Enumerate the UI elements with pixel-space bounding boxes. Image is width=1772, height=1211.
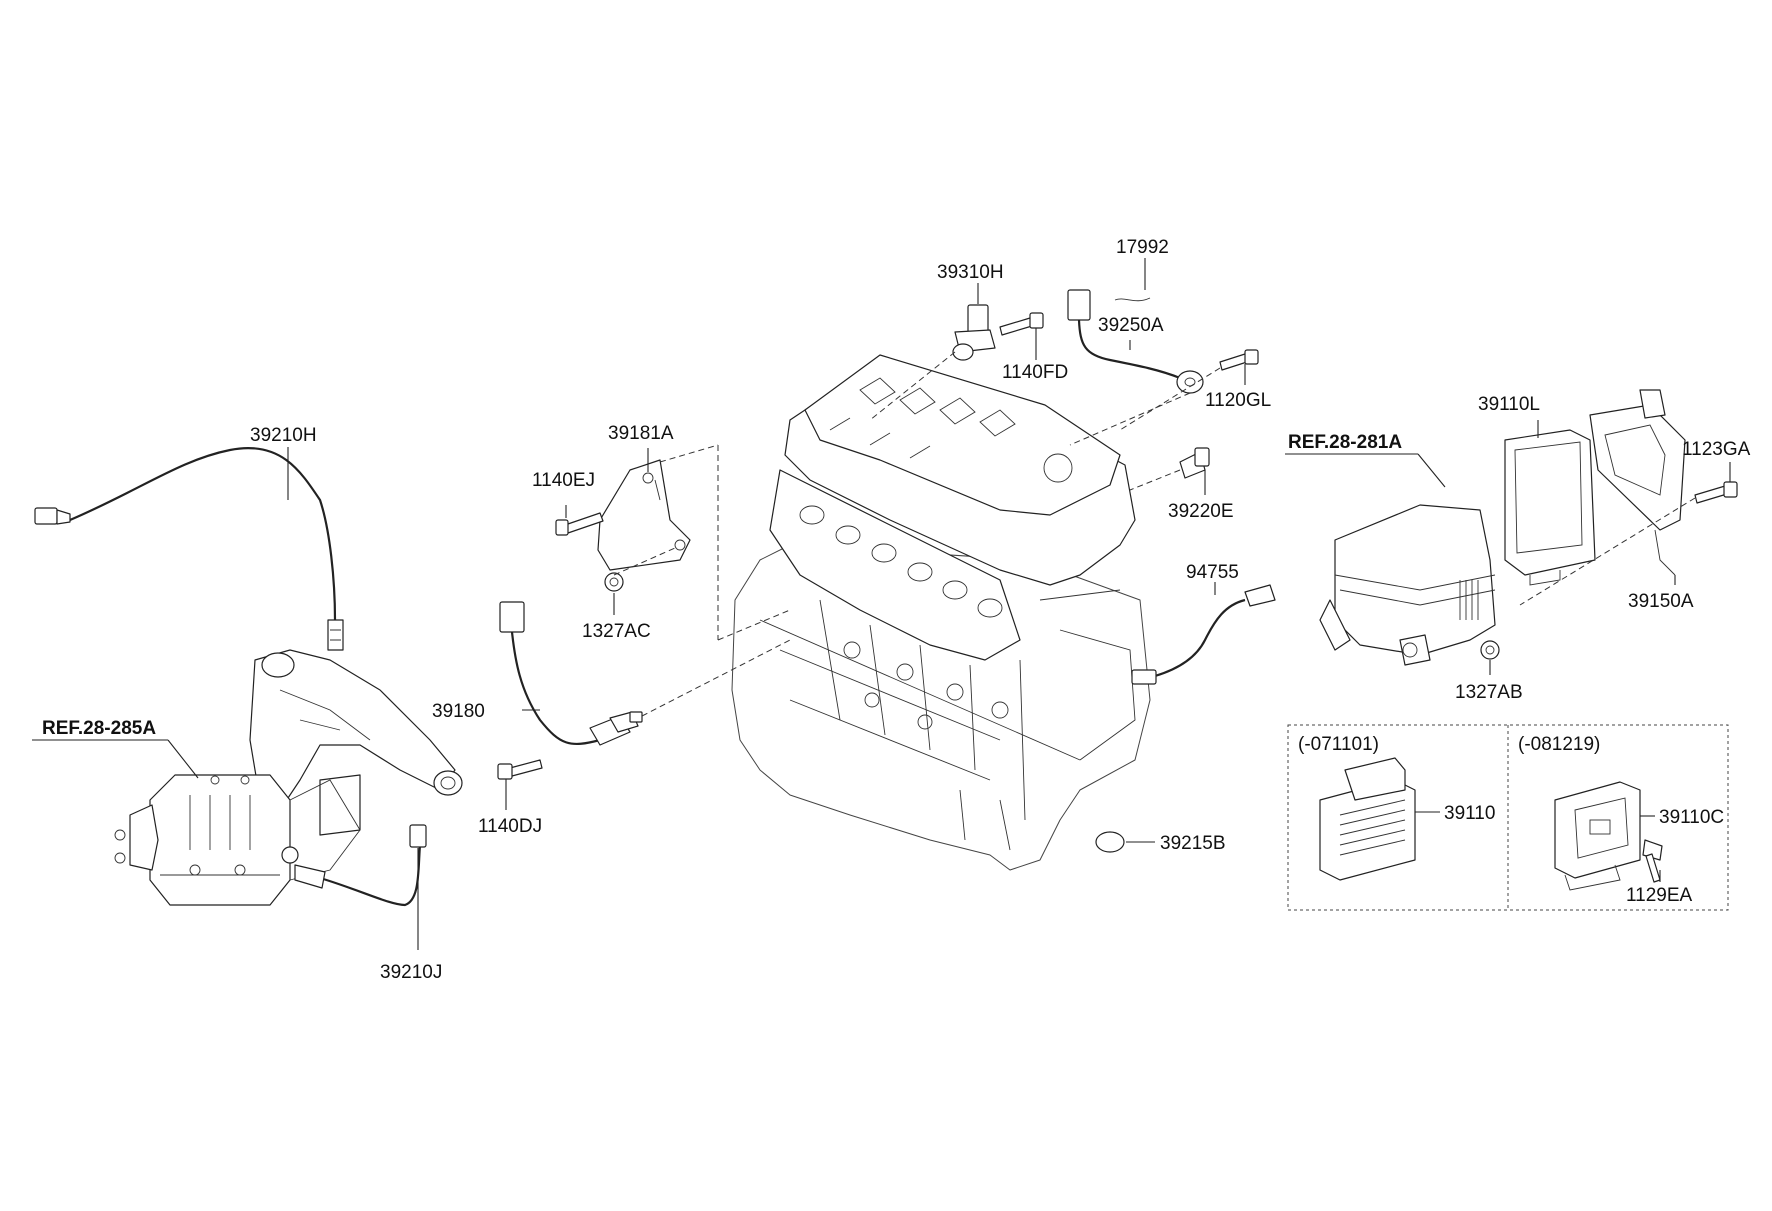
reference-28-281a: REF.28-281A xyxy=(1288,432,1402,453)
part-labels: 39210H 39210J 39181A 1140EJ 1327AC 39180… xyxy=(42,237,1751,983)
label-17992: 17992 xyxy=(1116,237,1169,258)
reference-28-285a: REF.28-285A xyxy=(42,718,156,739)
label-39210H: 39210H xyxy=(250,425,317,446)
label-39220E: 39220E xyxy=(1168,501,1234,522)
upstream-o2-sensor-39210h xyxy=(34,447,344,651)
sensor-94755 xyxy=(1131,584,1276,685)
label-39180: 39180 xyxy=(432,701,485,722)
variant-label-right: (-081219) xyxy=(1518,734,1600,755)
label-39215B: 39215B xyxy=(1160,833,1226,854)
exhaust-manifold-illustration xyxy=(114,649,463,906)
engine-block-illustration xyxy=(731,354,1151,871)
temp-sensor-39220e xyxy=(1179,447,1210,479)
sensor-bracket-39181a xyxy=(555,459,691,592)
label-1140EJ: 1140EJ xyxy=(532,470,595,491)
cam-sensor-39310h xyxy=(952,304,1044,361)
label-1129EA: 1129EA xyxy=(1626,885,1693,906)
label-39250A: 39250A xyxy=(1098,315,1164,336)
downstream-o2-sensor-39210j xyxy=(294,824,427,907)
label-39110L: 39110L xyxy=(1478,394,1540,415)
knock-sensor-39250a xyxy=(1067,289,1259,394)
ecu-39110l xyxy=(1504,429,1596,586)
label-39150A: 39150A xyxy=(1628,591,1694,612)
label-39310H: 39310H xyxy=(937,262,1004,283)
label-1327AB: 1327AB xyxy=(1455,682,1523,703)
bolt-1123ga xyxy=(1694,481,1738,504)
crank-sensor-39180 xyxy=(497,601,643,780)
ecu-variant-box xyxy=(1287,724,1729,911)
label-1140FD: 1140FD xyxy=(1002,362,1068,383)
variant-label-left: (-071101) xyxy=(1298,734,1379,755)
label-39181A: 39181A xyxy=(608,423,674,444)
label-1120GL: 1120GL xyxy=(1205,390,1271,411)
ecu-39110c xyxy=(1554,781,1663,891)
label-1123GA: 1123GA xyxy=(1682,439,1751,460)
label-39110: 39110 xyxy=(1444,803,1495,824)
label-1140DJ: 1140DJ xyxy=(478,816,542,837)
label-39110C: 39110C xyxy=(1659,807,1724,828)
ecu-39110 xyxy=(1319,757,1416,881)
leader-lines xyxy=(32,258,1731,950)
label-94755: 94755 xyxy=(1186,562,1239,583)
nut-1327ab xyxy=(1480,640,1500,660)
plug-39215b xyxy=(1095,831,1125,853)
ecu-bracket-39150a xyxy=(1589,389,1686,576)
label-39210J: 39210J xyxy=(380,962,442,983)
air-cleaner-illustration xyxy=(1319,504,1496,666)
label-1327AC: 1327AC xyxy=(582,621,651,642)
